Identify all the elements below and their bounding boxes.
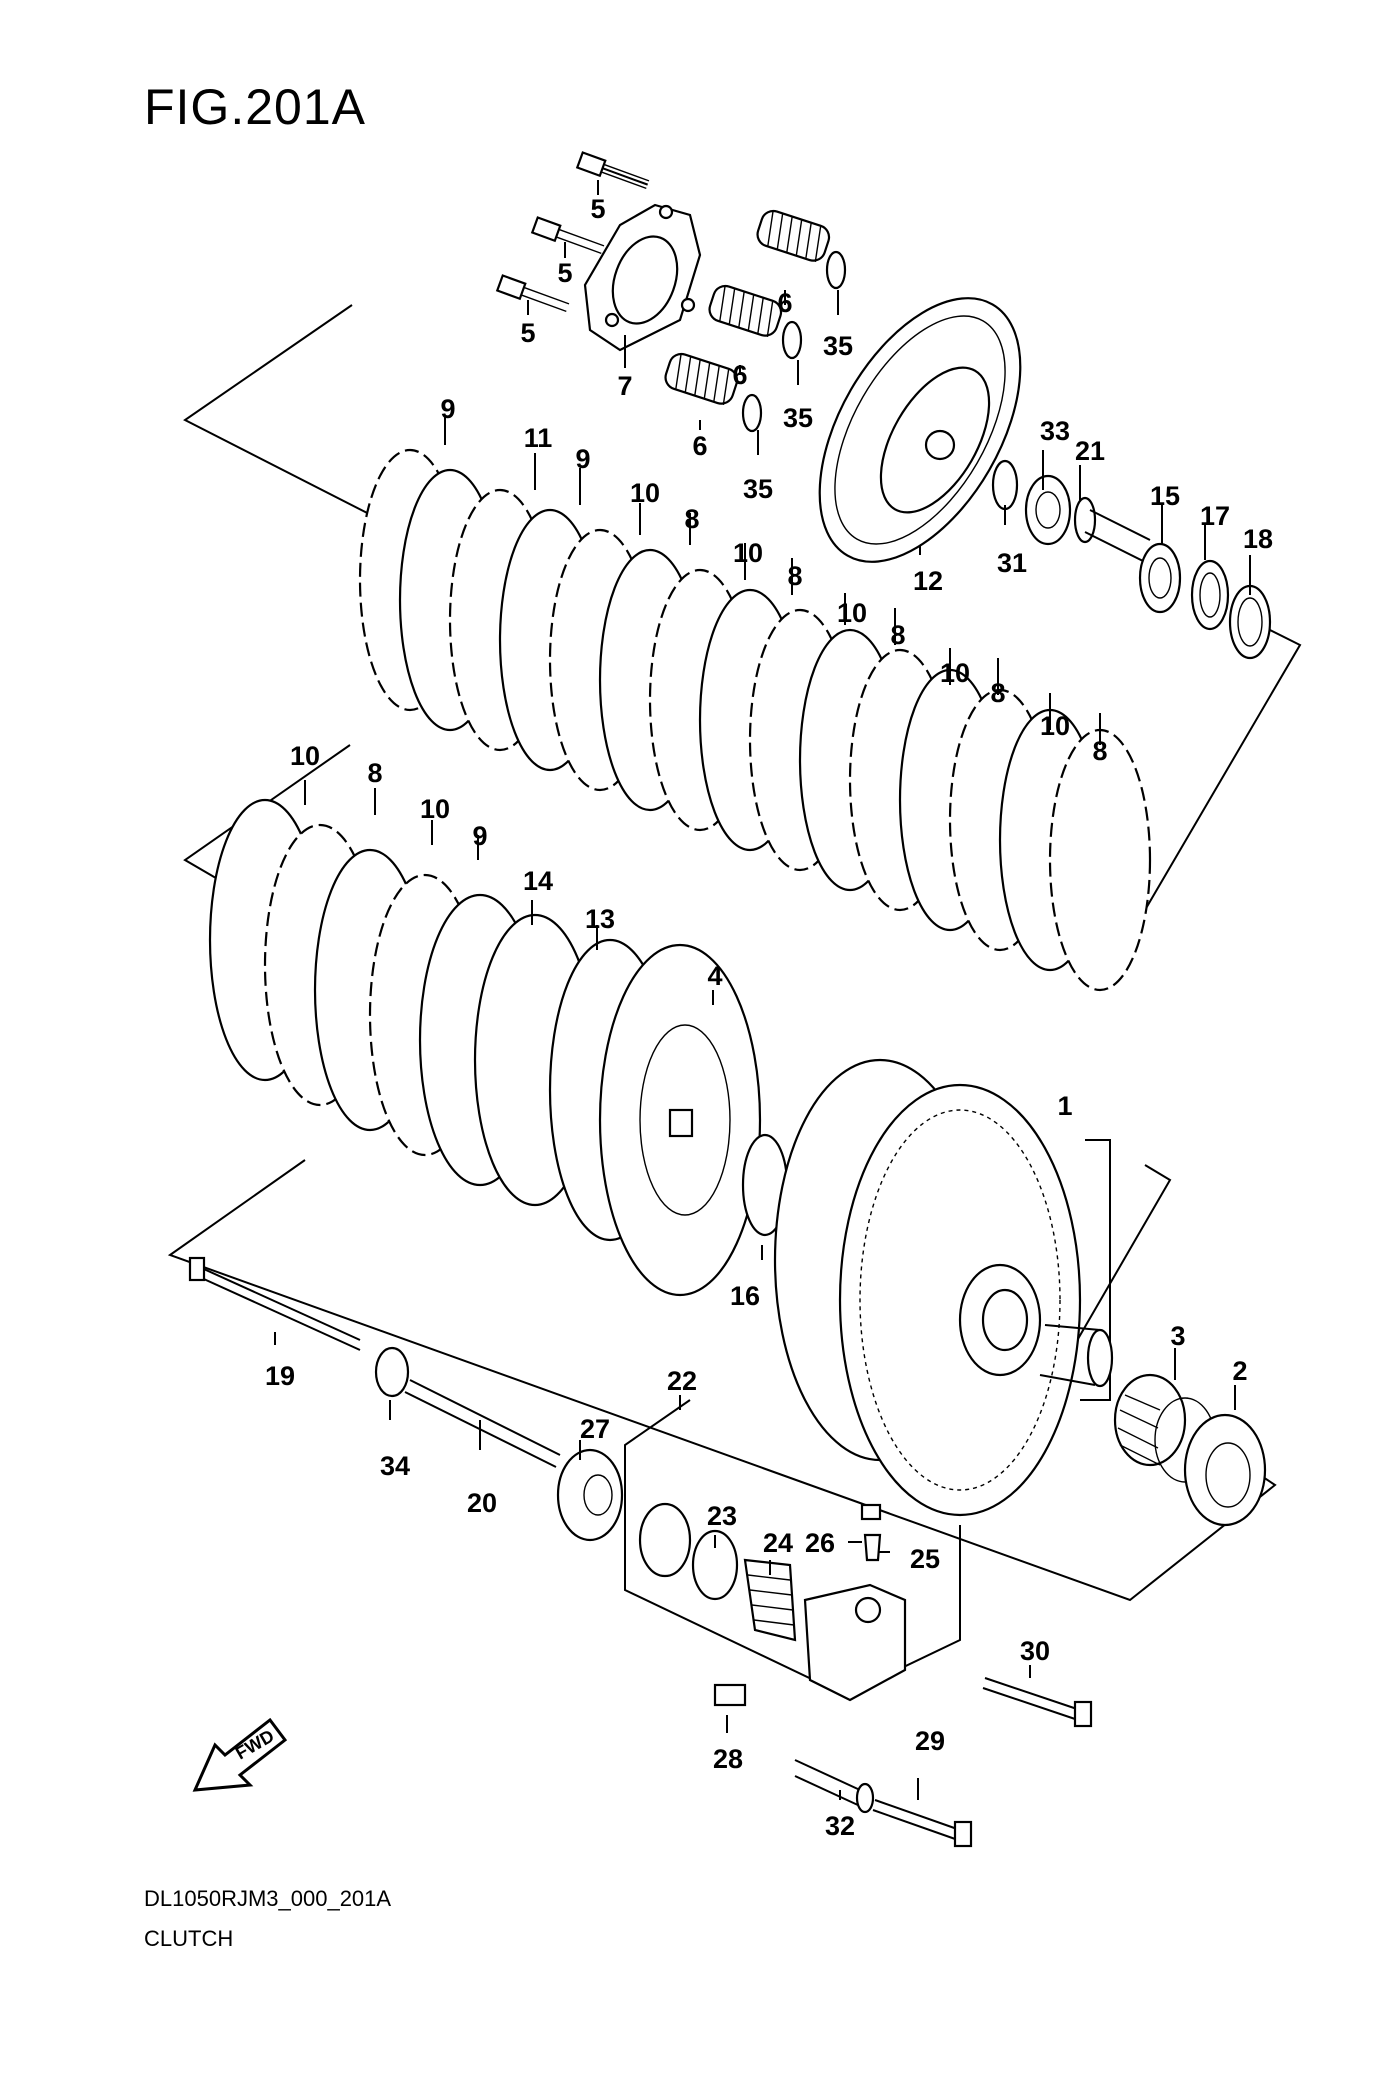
leader-lines xyxy=(274,180,1251,1800)
callout-25: 25 xyxy=(910,1544,940,1574)
push-rod-bearing xyxy=(556,1448,624,1542)
mounting-bolts xyxy=(794,1677,1093,1848)
diagram-code: DL1050RJM3_000_201A xyxy=(144,1886,392,1911)
clutch-plates-upper xyxy=(358,448,1152,992)
callout-24: 24 xyxy=(763,1528,793,1558)
callout-5a: 5 xyxy=(590,194,605,224)
callout-19: 19 xyxy=(265,1361,295,1391)
pressure-plate-retainer xyxy=(583,203,702,352)
callout-34: 34 xyxy=(380,1451,410,1481)
callout-8a: 8 xyxy=(684,504,699,534)
callout-9b: 9 xyxy=(575,444,590,474)
callout-10b: 10 xyxy=(733,538,763,568)
callout-20: 20 xyxy=(467,1488,497,1518)
oil-seal xyxy=(374,1346,410,1398)
callout-31: 31 xyxy=(997,548,1027,578)
callout-35c: 35 xyxy=(743,474,773,504)
callout-6b: 6 xyxy=(732,360,747,390)
callout-10e: 10 xyxy=(1040,711,1070,741)
callout-18: 18 xyxy=(1243,524,1273,554)
clutch-sleeve-hub xyxy=(548,938,762,1297)
callout-15: 15 xyxy=(1150,481,1180,511)
callout-21: 21 xyxy=(1075,436,1105,466)
callout-22: 22 xyxy=(667,1366,697,1396)
callout-9c: 9 xyxy=(472,821,487,851)
callout-35b: 35 xyxy=(783,403,813,433)
callout-8e: 8 xyxy=(1092,736,1107,766)
slave-cylinder-group xyxy=(638,1502,907,1702)
callout-10f: 10 xyxy=(290,741,320,771)
callout-17: 17 xyxy=(1200,501,1230,531)
callout-16: 16 xyxy=(730,1281,760,1311)
push-rod-long xyxy=(188,1256,361,1351)
callout-4: 4 xyxy=(707,961,722,991)
callout-1: 1 xyxy=(1057,1091,1072,1121)
callout-27: 27 xyxy=(580,1414,610,1444)
callout-10g: 10 xyxy=(420,794,450,824)
pressure-plate xyxy=(818,297,1022,563)
clutch-bolts xyxy=(495,151,650,313)
callout-12: 12 xyxy=(913,566,943,596)
clutch-springs xyxy=(664,209,847,433)
callout-8b: 8 xyxy=(787,561,802,591)
callout-6a: 6 xyxy=(777,288,792,318)
callout-23: 23 xyxy=(707,1501,737,1531)
callout-10d: 10 xyxy=(940,658,970,688)
callout-8f: 8 xyxy=(367,758,382,788)
clutch-plates-lower xyxy=(208,798,597,1207)
diagram-caption: CLUTCH xyxy=(144,1926,234,1951)
callout-32: 32 xyxy=(825,1811,855,1841)
callout-14: 14 xyxy=(523,866,553,896)
clutch-housing xyxy=(773,1058,1114,1517)
push-rod-short xyxy=(404,1379,561,1468)
callout-6c: 6 xyxy=(692,431,707,461)
callout-28: 28 xyxy=(713,1744,743,1774)
callout-2: 2 xyxy=(1232,1356,1247,1386)
callout-9a: 9 xyxy=(440,394,455,424)
callout-35a: 35 xyxy=(823,331,853,361)
callout-10c: 10 xyxy=(837,598,867,628)
callout-5b: 5 xyxy=(557,258,572,288)
figure-title: FIG.201A xyxy=(144,79,366,135)
callout-33: 33 xyxy=(1040,416,1070,446)
spacer-washer xyxy=(1183,1413,1267,1527)
callout-10a: 10 xyxy=(630,478,660,508)
callout-13: 13 xyxy=(585,904,615,934)
callout-7: 7 xyxy=(617,371,632,401)
callout-5c: 5 xyxy=(520,318,535,348)
callout-30: 30 xyxy=(1020,1636,1050,1666)
callout-labels: 5 5 5 7 6 6 6 35 35 35 33 21 31 12 15 17… xyxy=(265,194,1273,1841)
callout-26: 26 xyxy=(805,1528,835,1558)
callout-3: 3 xyxy=(1170,1321,1185,1351)
fwd-arrow-icon: FWD xyxy=(192,1717,288,1792)
release-bearing-group xyxy=(991,459,1272,660)
callout-8c: 8 xyxy=(890,620,905,650)
dowel-pin xyxy=(713,1683,747,1707)
callout-11: 11 xyxy=(524,423,553,453)
callout-29: 29 xyxy=(915,1726,945,1756)
callout-8d: 8 xyxy=(990,678,1005,708)
